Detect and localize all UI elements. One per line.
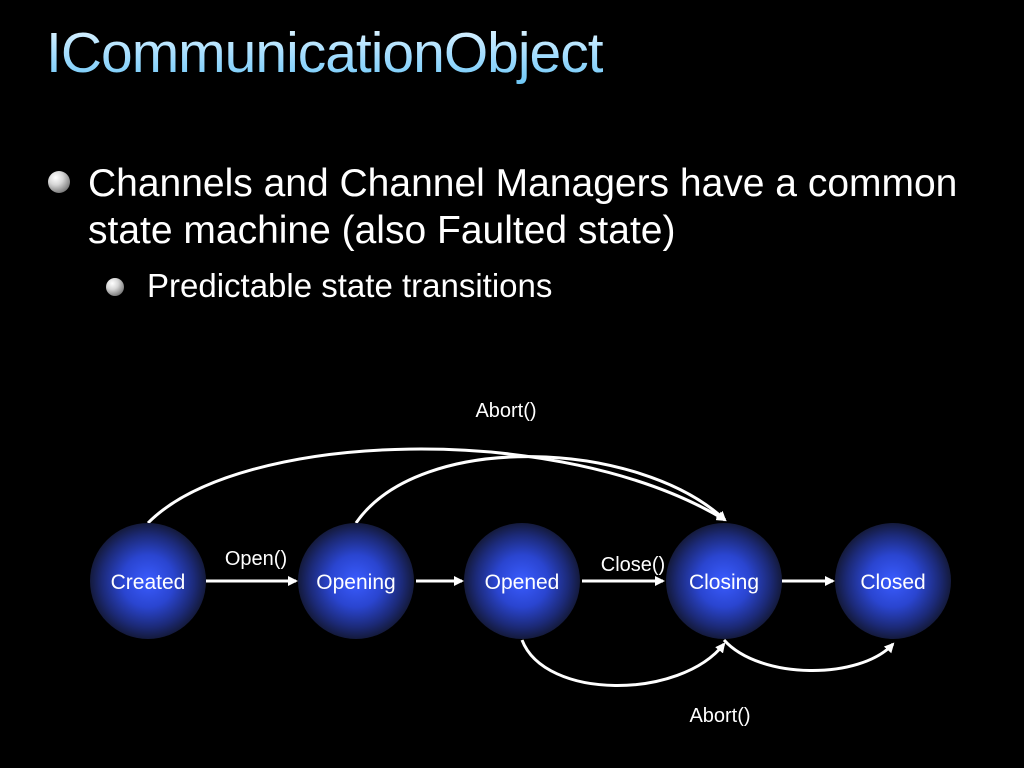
sub-bullet-icon [106,278,124,296]
state-node-opening: Opening [298,523,414,639]
transition-label-abort-bottom: Abort() [689,705,750,727]
bullet-text: Channels and Channel Managers have a com… [88,162,958,252]
bullet-icon [48,171,70,193]
state-label-closed: Closed [860,571,925,594]
transition-arc-opened-closing [520,639,726,687]
transition-arc-opening-closing [354,455,727,524]
state-label-opening: Opening [316,571,395,594]
sub-bullet-text: Predictable state transitions [147,267,553,304]
state-label-closing: Closing [689,571,759,594]
state-node-closing: Closing [666,523,782,639]
transition-label-close: Close() [601,554,665,576]
slide-title: ICommunicationObject [46,21,604,85]
state-node-closed: Closed [835,523,951,639]
state-node-created: Created [90,523,206,639]
state-node-opened: Opened [464,523,580,639]
transition-label-abort-top: Abort() [475,400,536,422]
transition-arc-closing-closed [722,638,895,672]
transition-label-open: Open() [225,548,287,570]
transition-arc-created-closing [146,447,727,525]
state-label-opened: Opened [485,571,560,594]
state-label-created: Created [111,571,186,594]
